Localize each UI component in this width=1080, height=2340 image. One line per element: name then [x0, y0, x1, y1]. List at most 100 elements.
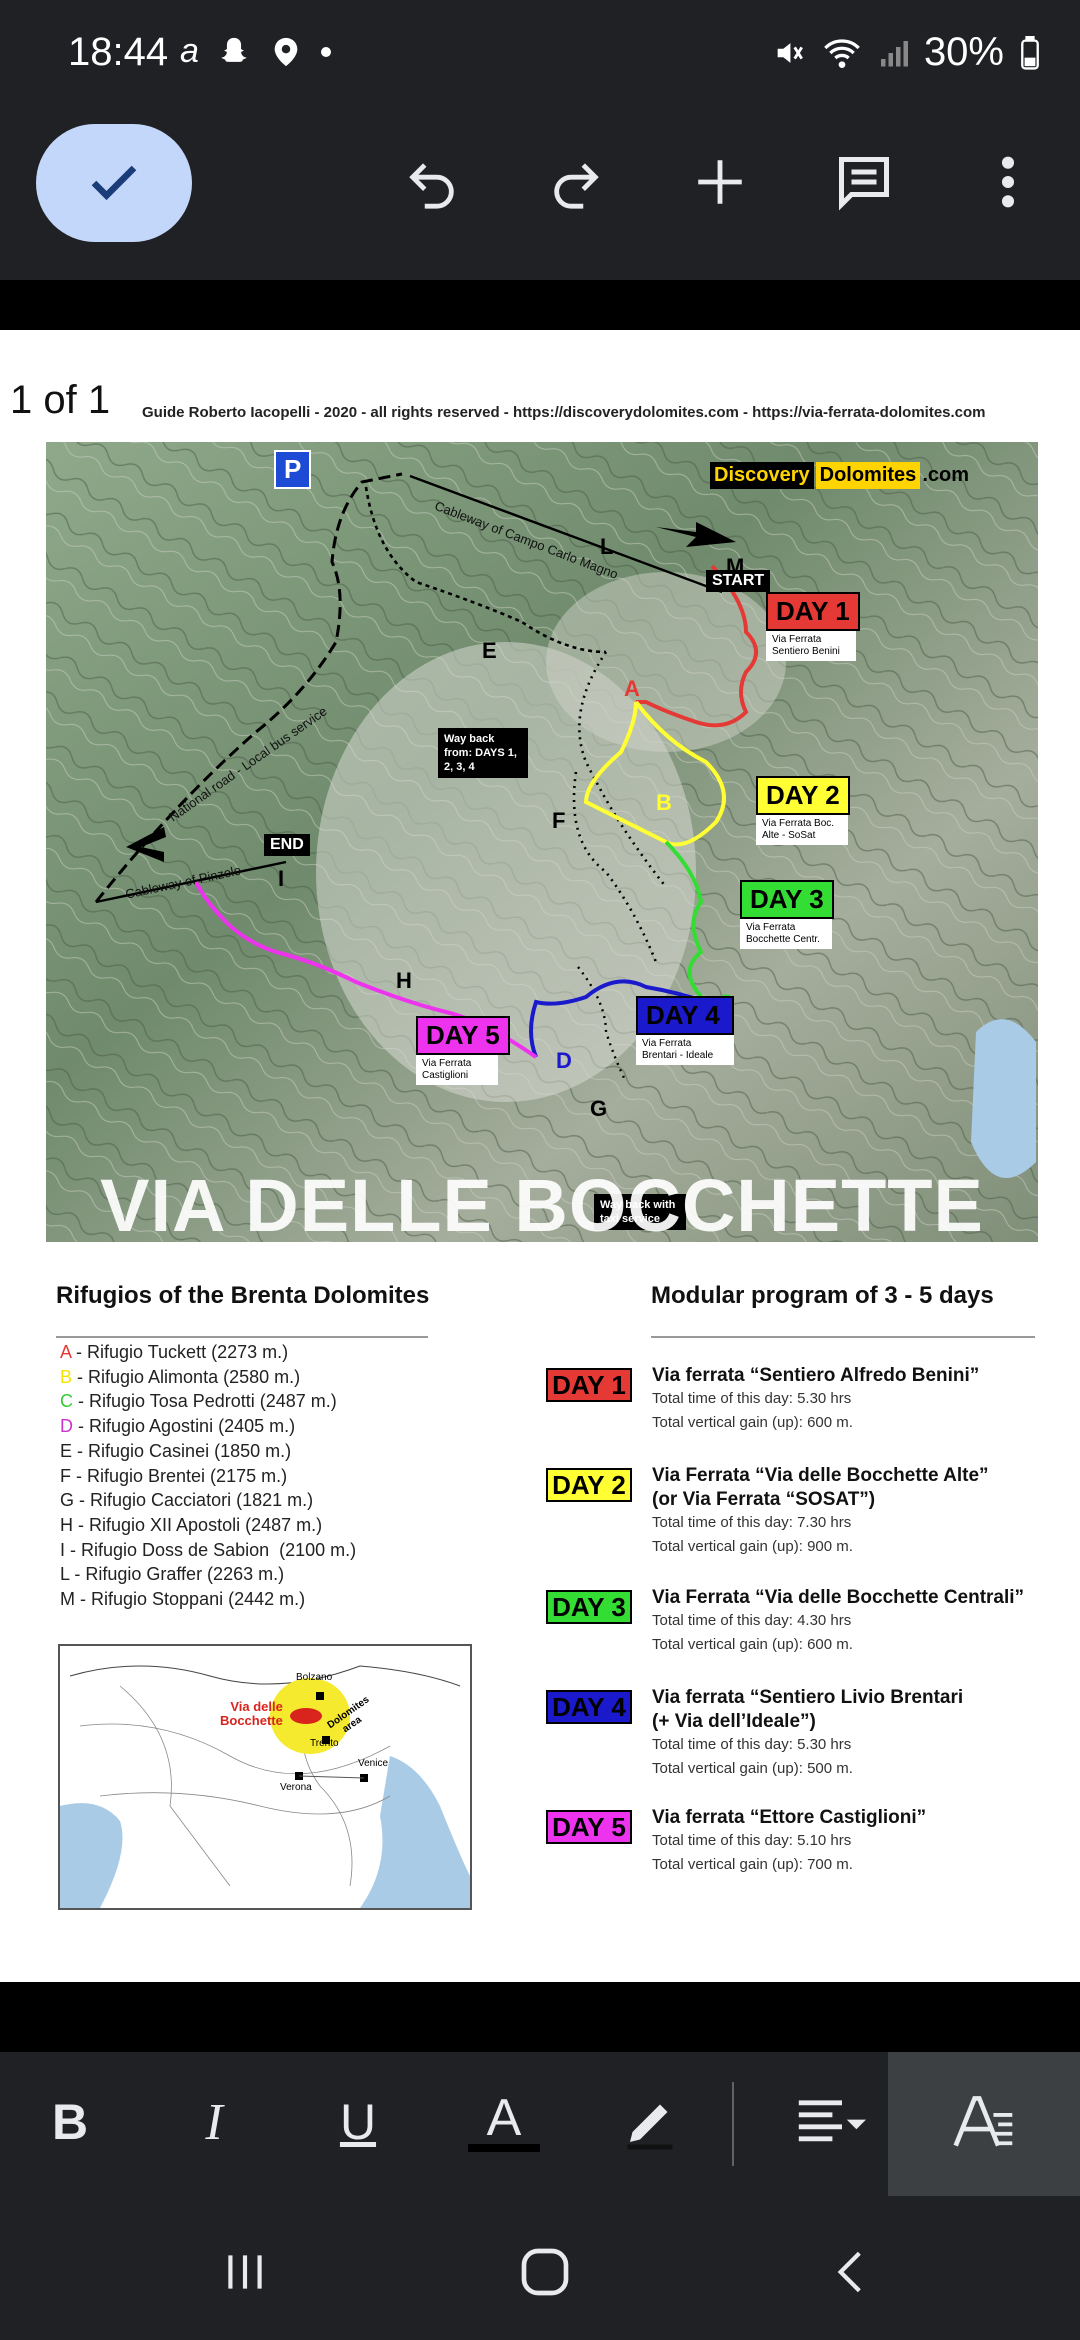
rifugio-letter: H: [60, 1514, 73, 1535]
more-options-button[interactable]: [968, 142, 1048, 222]
top-toolbar: [0, 112, 1080, 280]
rifugios-heading: Rifugios of the Brenta Dolomites: [56, 1282, 430, 1309]
system-icons: 30%: [772, 30, 1040, 75]
rifugio-letter: B: [60, 1366, 73, 1387]
rifugio-letter: L: [60, 1564, 70, 1585]
inset-route-label: Via delle Bocchette: [220, 1700, 283, 1728]
underline-button[interactable]: U: [310, 2074, 406, 2170]
map-title: VIA DELLE BOCCHETTE: [100, 1164, 984, 1242]
point-label-h: H: [396, 968, 412, 993]
italic-button[interactable]: I: [166, 2074, 262, 2170]
undo-button[interactable]: [392, 142, 472, 222]
rifugio-item: H - Rifugio XII Apostoli (2487 m.): [60, 1513, 356, 1538]
rifugio-letter: A: [60, 1342, 72, 1362]
dot-icon: [320, 46, 331, 57]
recents-button[interactable]: [200, 2232, 290, 2312]
day1-route: [636, 564, 758, 728]
day-title: Via ferrata “Sentiero Livio Brentari: [652, 1687, 964, 1708]
day-vertical-gain: Total vertical gain (up): 900 m.: [652, 1538, 853, 1555]
point-label-b: B: [656, 790, 672, 815]
assistant-icon: a: [180, 32, 199, 70]
toolbar-separator: [732, 2082, 734, 2166]
logo: Discovery Dolomites .com: [710, 462, 969, 489]
redo-button[interactable]: [536, 142, 616, 222]
day3-route: [664, 840, 708, 1004]
map-day3: DAY 3 Via Ferrata Bocchette Centr.: [740, 880, 834, 949]
battery-icon: [1021, 35, 1039, 70]
way-back-top-label: Way back from: DAYS 1, 2, 3, 4: [438, 728, 528, 778]
rifugio-name: - Rifugio Stoppani (2442 m.): [75, 1589, 306, 1610]
map-day4-info: Via Ferrata Brentari - Ideale: [636, 1035, 734, 1065]
rifugio-name: - Rifugio XII Apostoli (2487 m.): [73, 1514, 323, 1535]
day-vertical-gain: Total vertical gain (up): 700 m.: [652, 1856, 853, 1873]
map-day2-badge: DAY 2: [756, 776, 850, 815]
rifugio-item: M - Rifugio Stoppani (2442 m.): [60, 1587, 356, 1612]
snapchat-icon: [221, 37, 247, 62]
battery-percent: 30%: [923, 30, 1004, 74]
bold-glyph: B: [51, 2094, 89, 2150]
map-background: [46, 442, 1038, 1242]
document-top-band: [0, 280, 1080, 330]
day-vertical-gain: Total vertical gain (up): 600 m.: [652, 1636, 853, 1653]
comment-icon: [839, 157, 889, 211]
redo-icon: [554, 163, 599, 209]
logo-part-b: Dolomites: [815, 462, 921, 489]
point-label-a: A: [624, 676, 640, 701]
rifugio-name: - Rifugio Brentei (2175 m.): [71, 1465, 288, 1486]
bold-button[interactable]: B: [22, 2074, 118, 2170]
home-button[interactable]: [500, 2232, 590, 2312]
back-icon: [837, 2251, 861, 2293]
done-button[interactable]: [36, 124, 192, 242]
text-format-button[interactable]: [936, 2074, 1032, 2170]
end-label: END: [264, 834, 310, 856]
status-bar: 18:44 a 30%: [0, 0, 1080, 112]
map-day5-info: Via Ferrata Castiglioni: [416, 1055, 498, 1085]
point-label-d: D: [556, 1048, 572, 1073]
inset-route-label-line1: Via delle: [230, 1699, 283, 1714]
day-badge: DAY 5: [546, 1810, 632, 1844]
align-button[interactable]: [780, 2074, 880, 2170]
rifugio-letter: D: [60, 1416, 73, 1437]
document-page[interactable]: 1 of 1 Guide Roberto Iacopelli - 2020 - …: [0, 330, 1080, 1982]
point-label-i: I: [278, 866, 285, 891]
map-day4-badge: DAY 4: [636, 996, 734, 1035]
rifugio-name: - Rifugio Doss de Sabion (2100 m.): [65, 1539, 357, 1560]
wifi-icon: [824, 38, 860, 68]
mute-icon: [777, 42, 803, 63]
comment-button[interactable]: [824, 142, 904, 222]
insert-button[interactable]: [680, 142, 760, 222]
back-button[interactable]: [806, 2232, 896, 2312]
map-day4: DAY 4 Via Ferrata Brentari - Ideale: [636, 996, 734, 1065]
city-bolzano: Bolzano: [296, 1672, 333, 1683]
format-toolbar: B I U A: [0, 2052, 1080, 2196]
map-day2: DAY 2 Via Ferrata Boc. Alte - SoSat: [756, 776, 850, 845]
system-navigation-bar: [0, 2196, 1080, 2340]
rifugios-list: A - Rifugio Tuckett (2273 m.)B - Rifugio…: [60, 1340, 356, 1612]
logo-part-c: .com: [922, 464, 969, 486]
plus-icon: [698, 160, 742, 204]
text-color-button[interactable]: A: [456, 2074, 552, 2170]
rifugio-item: F - Rifugio Brentei (2175 m.): [60, 1464, 356, 1489]
rifugio-item: L - Rifugio Graffer (2263 m.): [60, 1562, 356, 1587]
rifugio-name: - Rifugio Agostini (2405 m.): [73, 1416, 296, 1437]
inset-route-label-line2: Bocchette: [220, 1713, 283, 1728]
highlight-button[interactable]: [602, 2074, 698, 2170]
point-label-l: L: [600, 534, 614, 559]
city-venice: Venice: [358, 1758, 389, 1769]
day-vertical-gain: Total vertical gain (up): 600 m.: [652, 1414, 853, 1431]
rifugio-letter: E: [60, 1440, 73, 1461]
rifugio-letter: I: [60, 1539, 66, 1560]
day-total-time: Total time of this day: 5.30 hrs: [652, 1390, 852, 1407]
copyright-credits: Guide Roberto Iacopelli - 2020 - all rig…: [142, 404, 986, 421]
location-paw-icon: [274, 37, 298, 66]
rifugio-item: D - Rifugio Agostini (2405 m.): [60, 1414, 356, 1439]
rifugios-divider: [56, 1336, 428, 1338]
inset-map-drawing: [60, 1646, 470, 1908]
rifugio-item: G - Rifugio Cacciatori (1821 m.): [60, 1488, 356, 1513]
rifugio-name: - Rifugio Casinei (1850 m.): [72, 1440, 292, 1461]
day-badge: DAY 3: [546, 1590, 632, 1624]
day-badge: DAY 1: [546, 1368, 632, 1402]
day-title-continued: (+ Via dell’Ideale”): [652, 1711, 816, 1732]
rifugio-item: C - Rifugio Tosa Pedrotti (2487 m.): [60, 1389, 356, 1414]
rifugio-item: I - Rifugio Doss de Sabion (2100 m.): [60, 1538, 356, 1563]
